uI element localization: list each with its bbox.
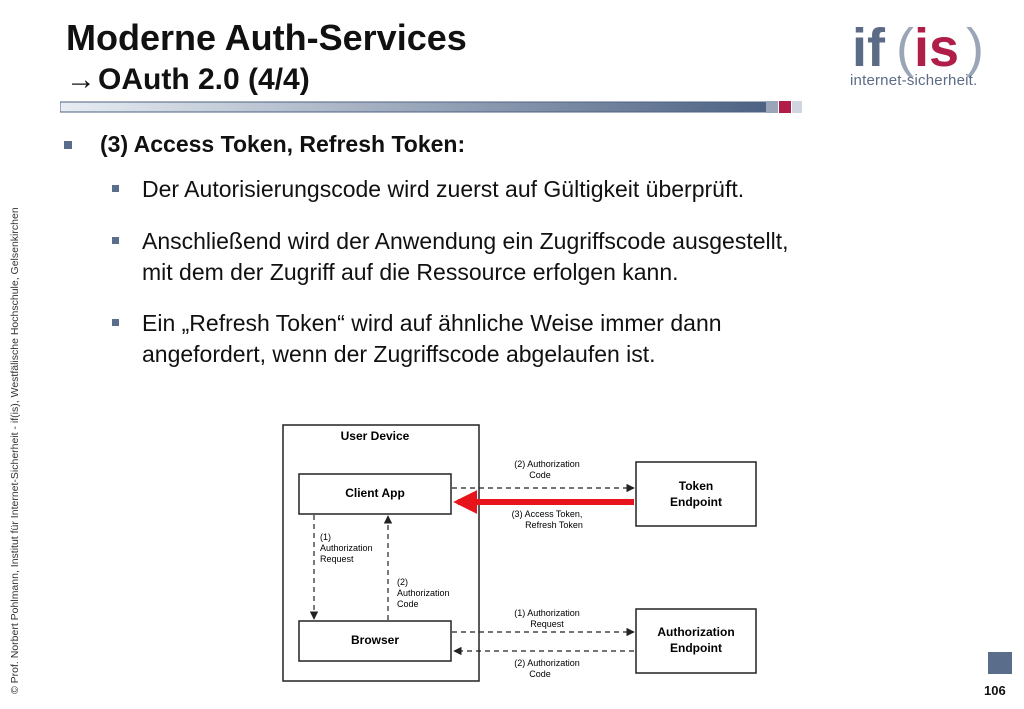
authorization-endpoint-box [635, 608, 757, 674]
label-left-line: (1) [320, 532, 331, 542]
svg-text:): ) [966, 18, 984, 78]
bullet-line: angefordert, wenn der Zugriffscode abgel… [142, 341, 656, 367]
label-authz-bottom: Code [529, 669, 551, 679]
label-left-line: Request [320, 554, 354, 564]
client-app-box [298, 473, 452, 515]
token-endpoint-box [635, 461, 757, 527]
bullet-item-1: Der Autorisierungscode wird zuerst auf G… [142, 174, 744, 205]
label-token-top: Code [529, 470, 551, 480]
copyright-note: © Prof. Norbert Pohlmann, Institut für I… [9, 207, 21, 694]
bullet-item-2: Anschließend wird der Anwendung ein Zugr… [142, 226, 789, 288]
browser-label: Browser [351, 633, 399, 647]
bullet-marker [112, 319, 119, 326]
browser-box [298, 620, 452, 662]
label-token-bottom: Refresh Token [525, 520, 583, 530]
bullet-line: mit dem der Zugriff auf die Ressource er… [142, 259, 679, 285]
bullet-marker [64, 141, 72, 149]
authorization-endpoint-line: Authorization [657, 625, 734, 639]
bullet-item-3: Ein „Refresh Token“ wird auf ähnliche We… [142, 308, 722, 370]
subtitle-text: OAuth 2.0 (4/4) [98, 63, 310, 96]
slide-title: Moderne Auth-Services [66, 17, 467, 58]
label-token-bottom: (3) Access Token, [512, 509, 583, 519]
token-endpoint-line: Endpoint [670, 495, 722, 509]
ifis-logo: if ( is ) [852, 18, 984, 78]
label-left-line: Authorization [320, 543, 373, 553]
token-endpoint-line: Token [679, 479, 713, 493]
arrow-right-icon: → [66, 63, 96, 96]
page-number: 106 [984, 683, 1006, 698]
bullet-marker [112, 237, 119, 244]
slide-subtitle: →OAuth 2.0 (4/4) [66, 62, 310, 98]
label-token-top: (2) Authorization [514, 459, 580, 469]
label-authz-top: (1) Authorization [514, 608, 580, 618]
label-right-line: (2) [397, 577, 408, 587]
label-authz-top: Request [530, 619, 564, 629]
bullet-line: Ein „Refresh Token“ wird auf ähnliche We… [142, 310, 722, 336]
header-rule [60, 101, 802, 113]
client-app-label: Client App [345, 486, 405, 500]
bullet-line: Anschließend wird der Anwendung ein Zugr… [142, 228, 789, 254]
label-right-line: Code [397, 599, 419, 609]
label-authz-bottom: (2) Authorization [514, 658, 580, 668]
svg-text:if: if [852, 18, 886, 78]
main-bullet: (3) Access Token, Refresh Token: [100, 131, 466, 157]
bullet-line: Der Autorisierungscode wird zuerst auf G… [142, 176, 745, 202]
svg-text:(: ( [896, 18, 914, 78]
page-marker-box [988, 652, 1012, 674]
logo-text: internet-sicherheit. [850, 72, 978, 89]
svg-text:is: is [914, 18, 959, 78]
user-device-label: User Device [341, 429, 410, 443]
label-right-line: Authorization [397, 588, 450, 598]
bullet-marker [112, 185, 119, 192]
authorization-endpoint-line: Endpoint [670, 641, 722, 655]
